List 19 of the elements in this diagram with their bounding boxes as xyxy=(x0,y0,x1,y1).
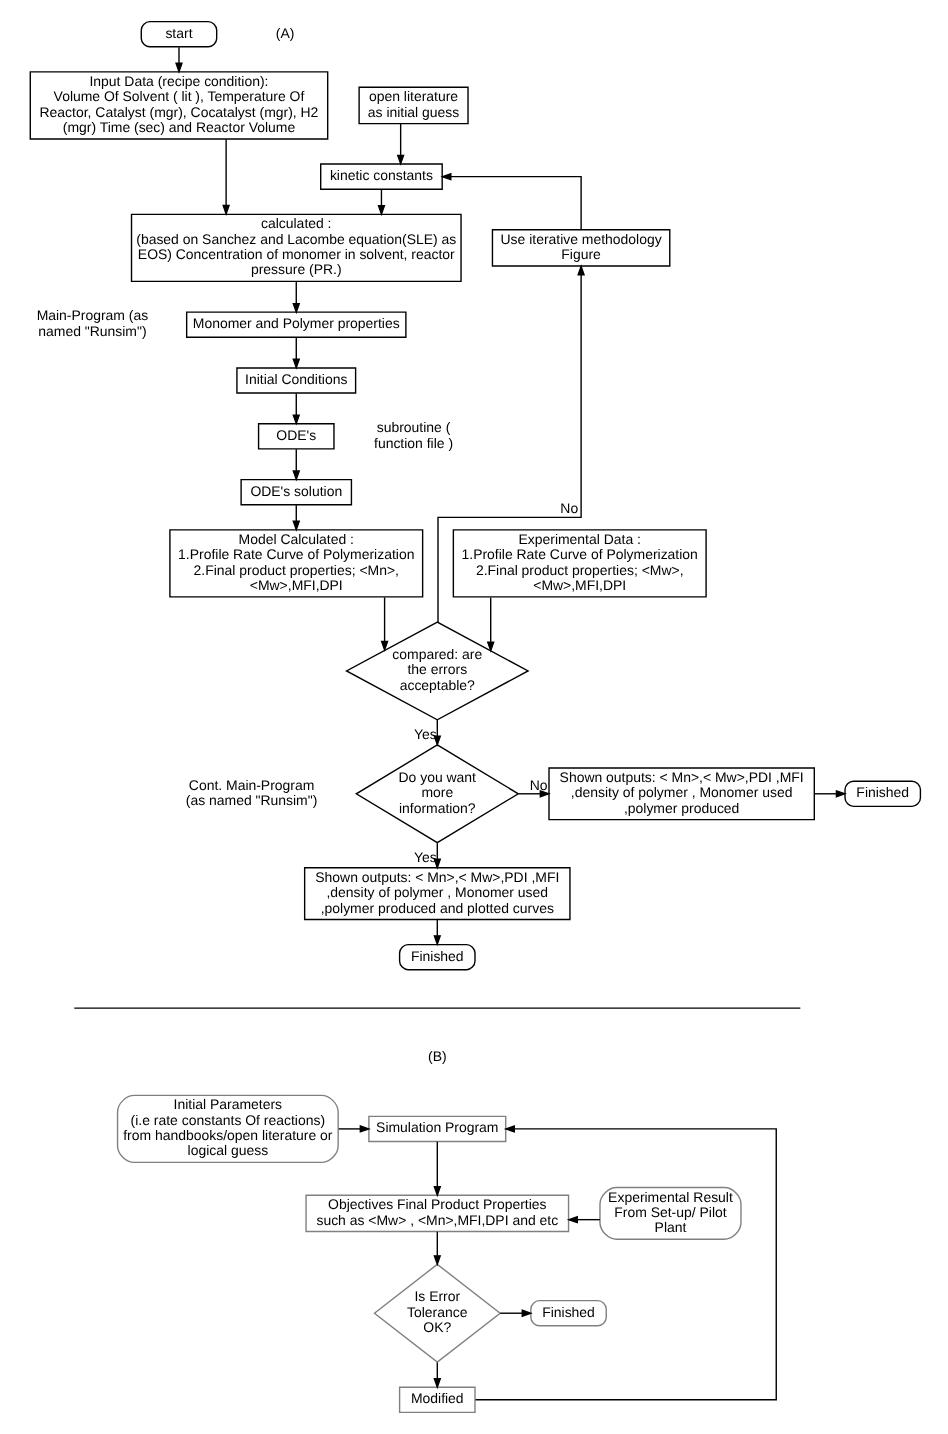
arrow xyxy=(291,281,300,315)
arrow xyxy=(436,264,585,624)
arrow xyxy=(485,596,494,653)
arrow xyxy=(516,789,550,798)
arrow xyxy=(379,596,388,653)
arrow xyxy=(439,172,581,231)
arrow xyxy=(395,123,404,166)
arrow xyxy=(291,392,300,426)
arrow xyxy=(291,336,300,370)
arrow xyxy=(473,1125,776,1401)
arrow xyxy=(812,789,846,798)
arrow xyxy=(291,448,300,482)
arrow xyxy=(498,1309,532,1318)
arrow xyxy=(432,1231,441,1267)
arrow xyxy=(337,1125,370,1133)
arrow xyxy=(432,1141,441,1198)
arrow xyxy=(565,1215,600,1224)
arrow xyxy=(174,46,182,74)
arrow xyxy=(221,138,230,216)
